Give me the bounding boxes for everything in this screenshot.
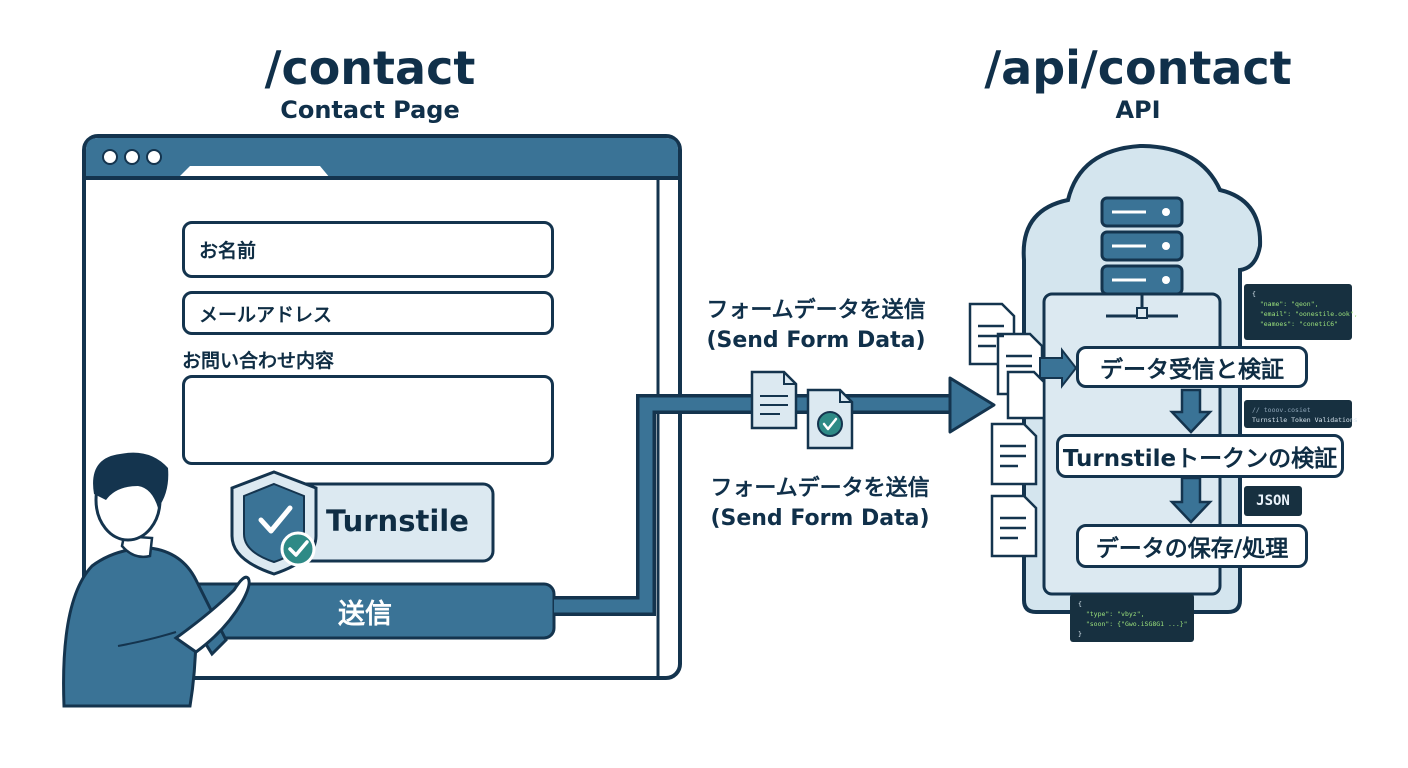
request-code-snippet: { "name": "qeon", "email": "oonestile.oo… bbox=[1244, 284, 1358, 340]
flow-connector bbox=[554, 376, 996, 616]
name-input[interactable]: お名前 bbox=[182, 221, 554, 278]
arrow-right-icon bbox=[948, 376, 996, 434]
flow-label-bottom-jp: フォームデータを送信 bbox=[710, 476, 930, 501]
step-receive-validate: データ受信と検証 bbox=[1076, 346, 1308, 388]
api-subtitle: API bbox=[1115, 96, 1161, 124]
flow-label-top-en: (Send Form Data) bbox=[706, 328, 926, 353]
arrow-down-icon bbox=[1169, 476, 1213, 524]
response-code-snippet: { "type": "vbyz", "soon": {"Gwo.iSG8G1 .… bbox=[1070, 594, 1194, 642]
flow-label-bottom: フォームデータを送信 (Send Form Data) bbox=[690, 474, 950, 534]
api-route-title: /api/contact bbox=[984, 41, 1292, 95]
message-label: お問い合わせ内容 bbox=[182, 350, 335, 372]
step-save-process: データの保存/処理 bbox=[1076, 524, 1308, 568]
check-badge-icon bbox=[280, 531, 316, 567]
arrow-down-icon bbox=[1169, 388, 1213, 434]
step-turnstile-verify: Turnstileトークンの検証 bbox=[1056, 434, 1344, 478]
verified-document-icon bbox=[806, 388, 854, 450]
document-icon bbox=[750, 370, 798, 430]
contact-page-subtitle: Contact Page bbox=[280, 96, 460, 124]
email-input[interactable]: メールアドレス bbox=[182, 291, 554, 335]
flow-label-top-jp: フォームデータを送信 bbox=[706, 298, 926, 323]
flow-label-bottom-en: (Send Form Data) bbox=[710, 506, 930, 531]
document-stack-icon bbox=[968, 302, 1046, 558]
person-illustration bbox=[62, 452, 251, 708]
message-textarea[interactable] bbox=[182, 375, 554, 465]
flow-label-top: フォームデータを送信 (Send Form Data) bbox=[686, 296, 946, 356]
json-badge: JSON bbox=[1244, 486, 1302, 516]
window-dot-icon bbox=[124, 149, 140, 165]
contact-route-title: /contact bbox=[264, 41, 476, 95]
server-icon bbox=[1100, 196, 1184, 319]
window-dot-icon bbox=[146, 149, 162, 165]
arrow-right-icon bbox=[1039, 347, 1078, 389]
submit-button[interactable]: 送信 bbox=[338, 598, 392, 630]
turnstile-label[interactable]: Turnstile bbox=[326, 504, 469, 538]
window-dot-icon bbox=[102, 149, 118, 165]
